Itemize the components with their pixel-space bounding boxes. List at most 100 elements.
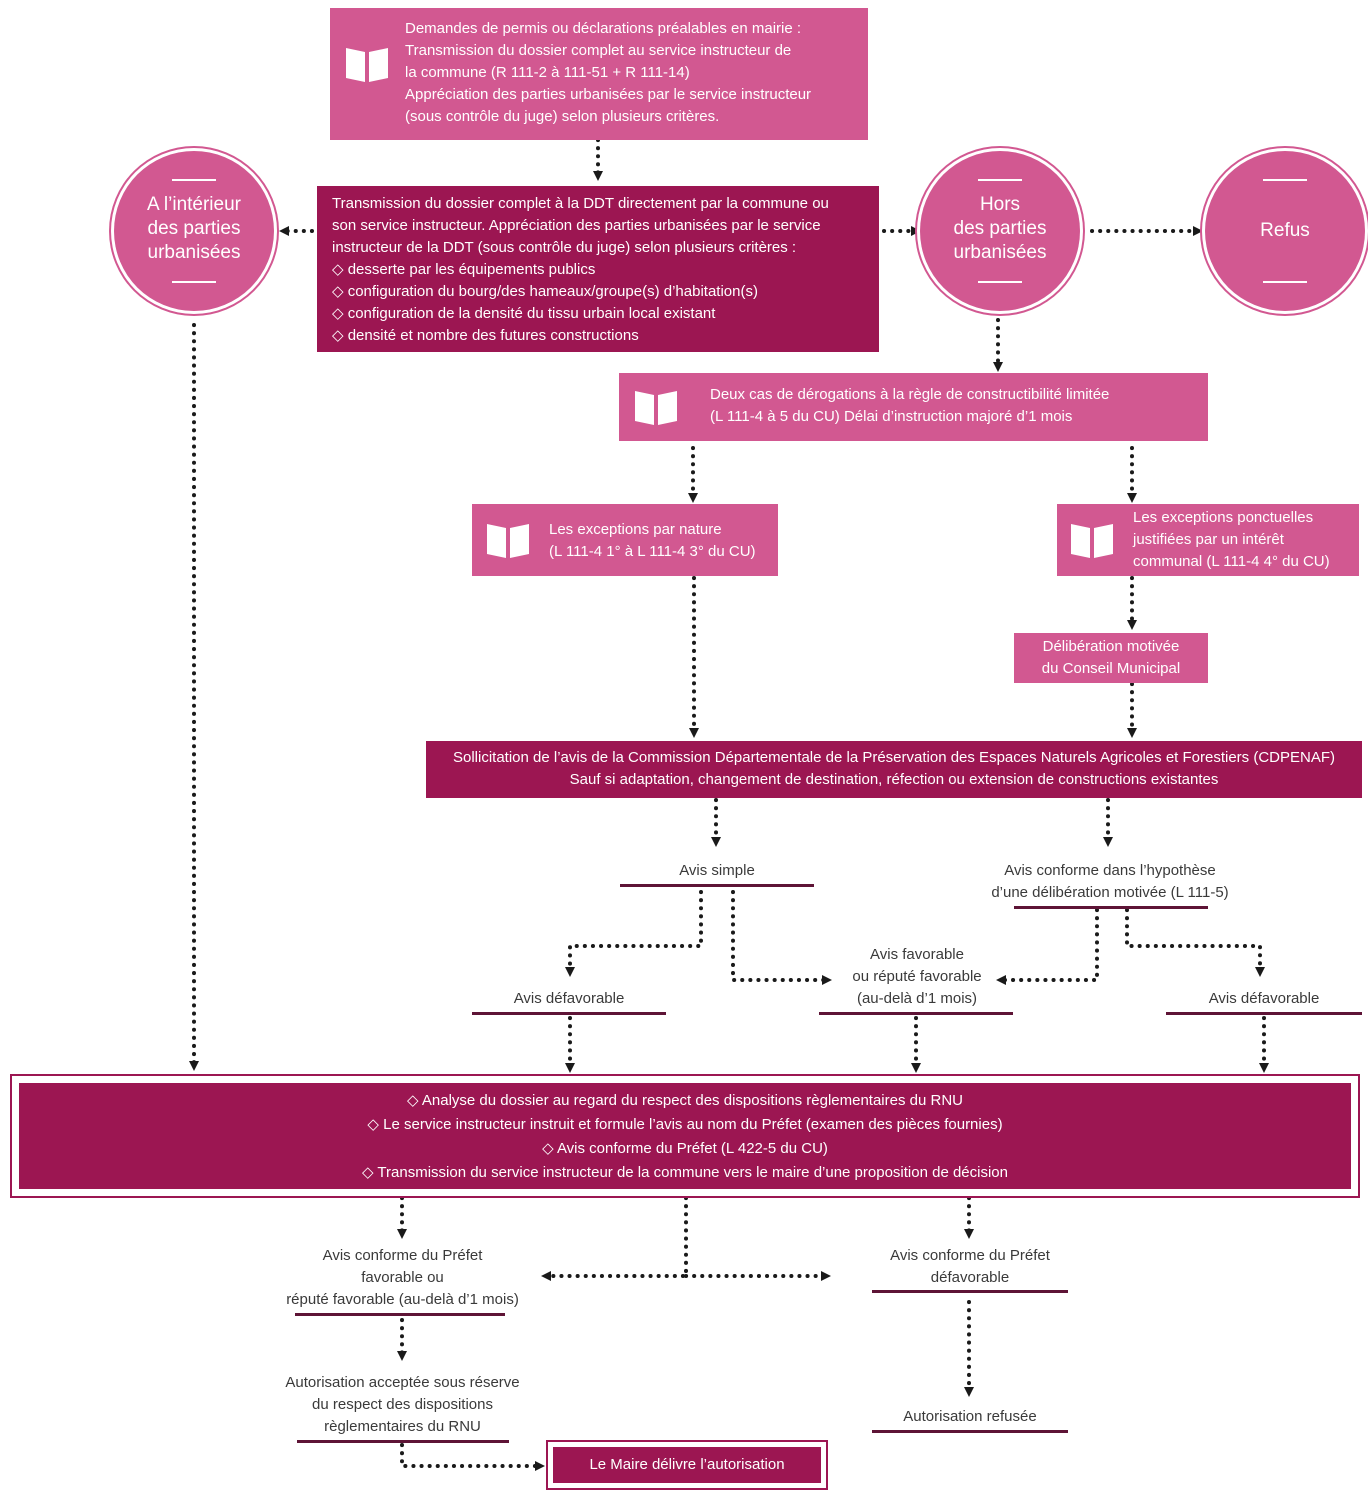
maire-line: Le Maire délivre l’autorisation	[589, 1456, 785, 1473]
ddt-criterion: ◇ densité et nombre des futures construc…	[332, 327, 639, 344]
derogations-box: Deux cas de dérogations à la règle de co…	[619, 373, 1208, 441]
autorisation-refusee-label: Autorisation refusée	[872, 1406, 1068, 1428]
analyse-item-text: Transmission du service instructeur de l…	[377, 1164, 1008, 1181]
circle-dash	[1263, 179, 1307, 181]
circle-dash	[172, 179, 216, 181]
ddt-criterion-text: desserte par les équipements publics	[347, 261, 596, 278]
ddt-criterion: ◇ configuration du bourg/des hameaux/gro…	[332, 283, 758, 300]
exceptions-nature-box: Les exceptions par nature (L 111-4 1° à …	[472, 504, 778, 576]
connector	[731, 890, 832, 985]
ddt-transmission-box: Transmission du dossier complet à la DDT…	[317, 186, 879, 352]
circle-line: urbanisées	[147, 242, 241, 263]
avis-favorable-line: Avis favorable	[870, 946, 964, 963]
autorisation-acceptee-line: règlementaires du RNU	[324, 1418, 481, 1435]
analyse-item: ◇ Le service instructeur instruit et for…	[367, 1116, 1003, 1133]
ddt-line: Transmission du dossier complet à la DDT…	[332, 195, 829, 212]
avis-simple-underline	[620, 884, 814, 887]
exceptions-ponctuelles-line: Les exceptions ponctuelles	[1133, 509, 1314, 526]
avis-defavorable-left-label: Avis défavorable	[472, 988, 666, 1010]
analyse-item-text: Le service instructeur instruit et formu…	[383, 1116, 1003, 1133]
prefet-favorable-line: favorable ou	[361, 1269, 444, 1286]
top-line: la commune (R 111-2 à 111-51 + R 111-14)	[405, 64, 690, 81]
derogations-text: Deux cas de dérogations à la règle de co…	[710, 384, 1205, 428]
autorisation-refusee-line: Autorisation refusée	[903, 1408, 1037, 1425]
autorisation-acceptee-line: du respect des dispositions	[312, 1396, 493, 1413]
autorisation-acceptee-line: Autorisation acceptée sous réserve	[285, 1374, 520, 1391]
top-line: Demandes de permis ou déclarations préal…	[405, 20, 802, 37]
open-book-icon	[635, 391, 677, 425]
open-book-icon	[346, 48, 388, 82]
exceptions-ponctuelles-line: justifiées par un intérêt	[1133, 531, 1284, 548]
avis-conforme-underline	[1014, 906, 1208, 909]
connector	[541, 1196, 688, 1281]
avis-favorable-line: (au-delà d’1 mois)	[856, 990, 978, 1007]
connector	[565, 890, 703, 977]
circle-dash	[172, 281, 216, 283]
avis-favorable-underline	[819, 1012, 1013, 1015]
derogations-line: Deux cas de dérogations à la règle de co…	[710, 386, 1110, 403]
circle-refus-label: Refus	[1205, 219, 1365, 243]
cdpenaf-line: Sollicitation de l’avis de la Commission…	[452, 749, 1336, 766]
analyse-item: ◇ Transmission du service instructeur de…	[361, 1164, 1008, 1181]
autorisation-acceptee-underline	[297, 1440, 509, 1443]
exceptions-ponctuelles-text: Les exceptions ponctuelles justifiées pa…	[1133, 507, 1359, 573]
avis-defavorable-right-underline	[1166, 1012, 1362, 1015]
prefet-favorable-label: Avis conforme du Préfet favorable ou rép…	[250, 1245, 555, 1311]
top-request-text: Demandes de permis ou déclarations préal…	[405, 18, 865, 128]
ddt-line: instructeur de la DDT (sous contrôle du …	[332, 239, 797, 256]
top-line: Transmission du dossier complet au servi…	[405, 42, 792, 59]
prefet-defavorable-line: Avis conforme du Préfet	[890, 1247, 1050, 1264]
autorisation-refusee-underline	[872, 1430, 1068, 1433]
top-request-box: Demandes de permis ou déclarations préal…	[330, 8, 868, 140]
circle-refus: Refus	[1205, 151, 1365, 311]
avis-defavorable-right-label: Avis défavorable	[1166, 988, 1362, 1010]
prefet-defavorable-label: Avis conforme du Préfet défavorable	[850, 1245, 1090, 1289]
cdpenaf-box: Sollicitation de l’avis de la Commission…	[426, 741, 1362, 798]
prefet-favorable-line: réputé favorable (au-delà d’1 mois)	[286, 1291, 519, 1308]
top-line: Appréciation des parties urbanisées par …	[405, 86, 812, 103]
analyse-text: ◇ Analyse du dossier au regard du respec…	[19, 1089, 1351, 1185]
circle-line: urbanisées	[953, 242, 1047, 263]
ddt-criterion-text: configuration de la densité du tissu urb…	[347, 305, 716, 322]
top-line: (sous contrôle du juge) selon plusieurs …	[405, 108, 720, 125]
deliberation-line: du Conseil Municipal	[1041, 660, 1181, 677]
exceptions-ponctuelles-box: Les exceptions ponctuelles justifiées pa…	[1057, 504, 1359, 576]
ddt-criterion: ◇ configuration de la densité du tissu u…	[332, 305, 716, 322]
analyse-frame: ◇ Analyse du dossier au regard du respec…	[10, 1074, 1360, 1198]
circle-line: Refus	[1260, 220, 1310, 241]
connector	[1125, 908, 1265, 977]
cdpenaf-line: Sauf si adaptation, changement de destin…	[569, 771, 1219, 788]
avis-conforme-line: d’une délibération motivée (L 111-5)	[991, 884, 1229, 901]
ddt-criterion: ◇ desserte par les équipements publics	[332, 261, 596, 278]
cdpenaf-text: Sollicitation de l’avis de la Commission…	[426, 747, 1362, 791]
ddt-criterion-text: densité et nombre des futures constructi…	[347, 327, 639, 344]
prefet-favorable-underline	[295, 1313, 505, 1316]
avis-favorable-label: Avis favorable ou réputé favorable (au-d…	[800, 944, 1034, 1010]
analyse-box: ◇ Analyse du dossier au regard du respec…	[19, 1083, 1351, 1189]
circle-dash	[1263, 281, 1307, 283]
circle-line: des parties	[147, 218, 241, 239]
circle-dash	[978, 281, 1022, 283]
circle-line: A l’intérieur	[147, 194, 241, 215]
autorisation-acceptee-label: Autorisation acceptée sous réserve du re…	[250, 1372, 555, 1438]
circle-outside-label: Hors des parties urbanisées	[920, 193, 1080, 265]
analyse-item-text: Analyse du dossier au regard du respect …	[421, 1092, 963, 1109]
avis-defavorable-line: Avis défavorable	[1208, 990, 1320, 1007]
circle-dash	[978, 179, 1022, 181]
circle-inside-label: A l’intérieur des parties urbanisées	[114, 193, 274, 265]
avis-conforme-line: Avis conforme dans l’hypothèse	[1004, 862, 1216, 879]
derogations-line: (L 111-4 à 5 du CU) Délai d’instruction …	[710, 408, 1073, 425]
deliberation-box: Délibération motivée du Conseil Municipa…	[1014, 633, 1208, 683]
open-book-icon	[1071, 524, 1113, 558]
prefet-defavorable-line: défavorable	[930, 1269, 1010, 1286]
exceptions-nature-line: (L 111-4 1° à L 111-4 3° du CU)	[549, 543, 756, 560]
circle-line: des parties	[953, 218, 1047, 239]
prefet-favorable-line: Avis conforme du Préfet	[322, 1247, 483, 1264]
avis-conforme-label: Avis conforme dans l’hypothèse d’une dél…	[940, 860, 1280, 904]
deliberation-line: Délibération motivée	[1042, 638, 1180, 655]
avis-favorable-line: ou réputé favorable	[852, 968, 982, 985]
maire-frame: Le Maire délivre l’autorisation	[546, 1440, 828, 1490]
avis-simple-label: Avis simple	[620, 860, 814, 882]
analyse-item-text: Avis conforme du Préfet (L 422-5 du CU)	[556, 1140, 828, 1157]
deliberation-text: Délibération motivée du Conseil Municipa…	[1014, 636, 1208, 680]
